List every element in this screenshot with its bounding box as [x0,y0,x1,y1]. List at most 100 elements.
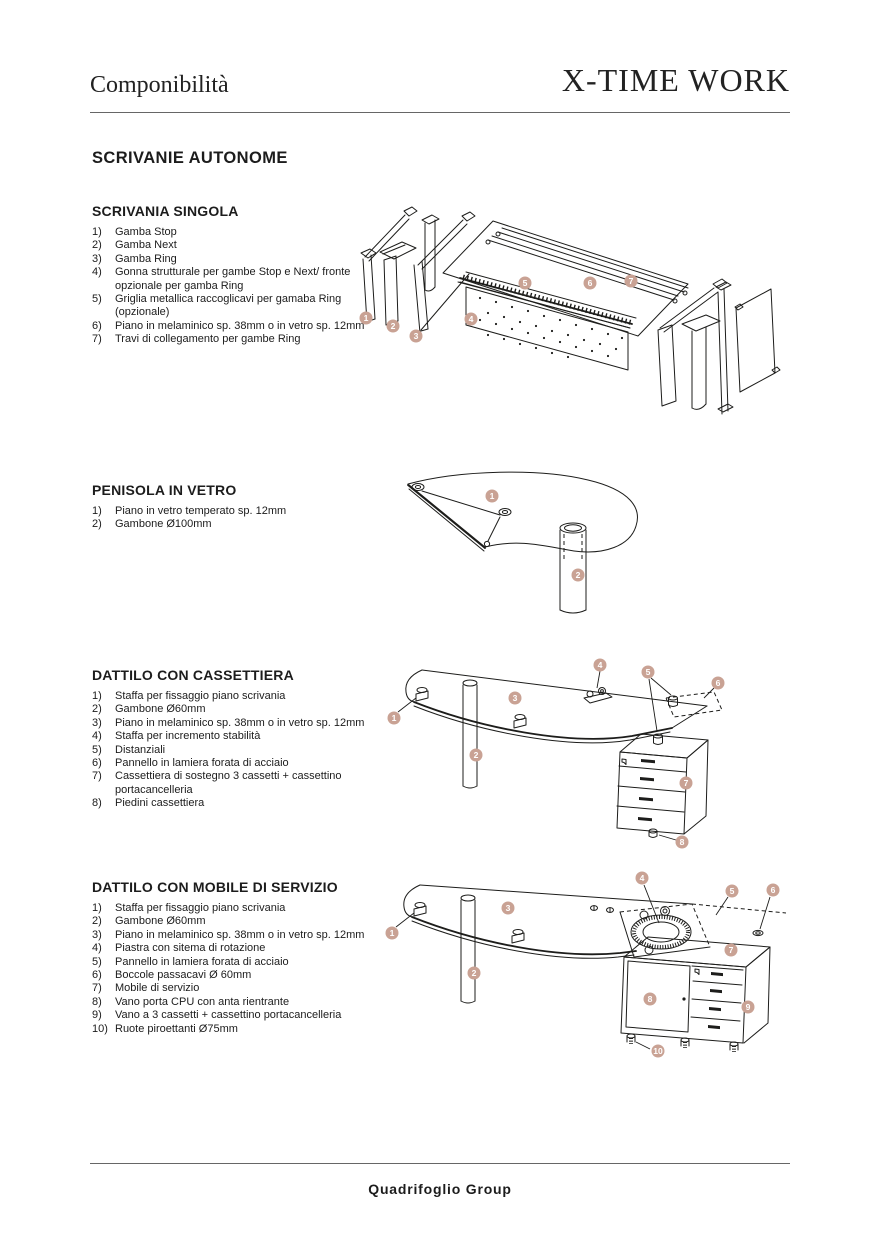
list-item: 10)Ruote piroettanti Ø75mm [92,1023,400,1036]
list-item: 5)Pannello in lamiera forata di acciaio [92,956,400,969]
item-text: Piastra con sitema di rotazione [115,942,266,955]
section-scrivania-singola: SCRIVANIA SINGOLA 1)Gamba Stop 2)Gamba N… [92,203,367,347]
list-item: 6)Piano in melaminico sp. 38mm o in vetr… [92,320,367,333]
item-text: Vano porta CPU con anta rientrante [115,995,290,1008]
item-text: Ruote piroettanti Ø75mm [115,1022,238,1035]
item-number: 4) [92,266,102,279]
item-text: Cassettiera di sostegno 3 cassetti + cas… [115,770,342,796]
item-number: 7) [92,770,102,783]
fixing-bracket [415,687,429,702]
gambone-leg [559,522,587,614]
part-badge-1: 1 [385,926,399,940]
page-title: Componibilità [90,72,229,98]
leg-next [379,214,440,326]
section-title: PENISOLA IN VETRO [92,482,237,498]
list-item: 8)Piedini cassettiera [92,797,400,810]
part-badge-3: 3 [409,329,423,343]
section-dattilo-con-mobile-di-servizio: DATTILO CON MOBILE DI SERVIZIO 1)Staffa … [92,879,400,1036]
list-item: 1)Gamba Stop [92,226,367,239]
spacers [648,677,678,745]
item-text: Piano in melaminico sp. 38mm o in vetro … [115,928,365,941]
desk-top [405,669,708,744]
part-badge-2: 2 [467,966,481,980]
diagram-dattilo-con-cassettiera: 1 2 3 4 5 6 7 8 [370,640,730,870]
desk-with-drawer-unit-diagram: 1 2 3 4 5 6 7 8 [387,658,725,849]
part-badge-4: 4 [635,871,649,885]
list-item: 4)Staffa per incremento stabilità [92,730,400,743]
svg-text:6: 6 [588,278,593,288]
diagram-dattilo-con-mobile-di-servizio: 1 2 3 4 5 6 7 8 9 10 [368,855,813,1085]
front-panel [457,277,633,371]
item-number: 7) [92,333,102,346]
part-badge-5: 5 [518,276,532,290]
item-number: 9) [92,1009,102,1022]
caster-wheels [626,1033,739,1052]
item-text: Pannello in lamiera forata di acciaio [115,955,289,968]
svg-text:7: 7 [729,945,734,955]
item-number: 6) [92,969,102,982]
right-leg-group [657,278,781,415]
leader-line-4 [643,884,660,924]
part-badge-7: 7 [724,943,738,957]
stability-bracket [583,670,613,704]
section-title: SCRIVANIA SINGOLA [92,203,239,219]
part-badge-10: 10 [651,1044,665,1058]
item-text: Pannello in lamiera forata di acciaio [115,757,289,770]
part-badge-8: 8 [675,835,689,849]
page-heading: SCRIVANIE AUTONOME [92,149,288,167]
svg-text:3: 3 [513,693,518,703]
item-text: Gamba Stop [115,226,177,238]
item-text: Piano in melaminico sp. 38mm o in vetro … [115,716,365,729]
svg-text:8: 8 [648,994,653,1004]
part-badge-4: 4 [464,312,478,326]
leader-line-6 [759,896,771,930]
header-divider [90,112,790,113]
item-text: Distanziali [115,743,166,756]
mid-bracket [511,929,525,944]
list-item: 5) Distanziali [92,744,400,757]
desk-top [403,884,787,959]
item-text: Travi di collegamento per gambe Ring [115,333,301,346]
service-cabinet [620,929,771,1044]
svg-text:4: 4 [640,873,645,883]
diagram-scrivania-singola: 1 2 3 4 5 6 7 [338,190,838,440]
svg-text:1: 1 [392,713,397,723]
list-item: 7) Travi di collegamento per gambe Ring [92,333,367,346]
part-badge-6: 6 [766,883,780,897]
parts-list: 1)Piano in vetro temperato sp. 12mm 2)Ga… [92,505,400,532]
list-item: 6)Boccole passacavi Ø 60mm [92,969,400,982]
item-number: 5) [92,743,102,756]
perforation-dots [478,296,624,359]
item-text: Gambone Ø60mm [115,915,206,928]
list-item: 6) Pannello in lamiera forata di acciaio [92,757,400,770]
svg-text:3: 3 [506,903,511,913]
part-badge-7: 7 [679,776,693,790]
svg-text:2: 2 [474,750,479,760]
section-title: DATTILO CON MOBILE DI SERVIZIO [92,879,338,895]
list-item: 3)Piano in melaminico sp. 38mm o in vetr… [92,717,400,730]
svg-text:2: 2 [472,968,477,978]
part-badge-5: 5 [641,665,655,679]
leader-line-6 [703,687,715,699]
leader-line-5 [715,896,729,916]
svg-text:6: 6 [716,678,721,688]
list-item: 8)Vano porta CPU con anta rientrante [92,996,400,1009]
item-number: 6) [92,757,102,770]
svg-text:8: 8 [680,837,685,847]
svg-text:10: 10 [653,1046,663,1056]
item-text: Piano in melaminico sp. 38mm o in vetro … [115,319,365,332]
svg-text:5: 5 [646,667,651,677]
part-badge-6: 6 [711,676,725,690]
item-number: 8) [92,797,102,810]
item-text: Piano in vetro temperato sp. 12mm [115,505,287,517]
svg-text:2: 2 [576,570,581,580]
list-item: 7)Mobile di servizio [92,982,400,995]
part-badge-7: 7 [624,274,638,288]
brand-name: Quadrifoglio Group [368,1181,512,1197]
item-text: Mobile di servizio [115,982,200,995]
item-text: Vano a 3 cassetti + cassettino portacanc… [115,1009,342,1022]
item-number: 2) [92,518,102,531]
part-badge-6: 6 [583,276,597,290]
cpu-door [625,960,691,1033]
